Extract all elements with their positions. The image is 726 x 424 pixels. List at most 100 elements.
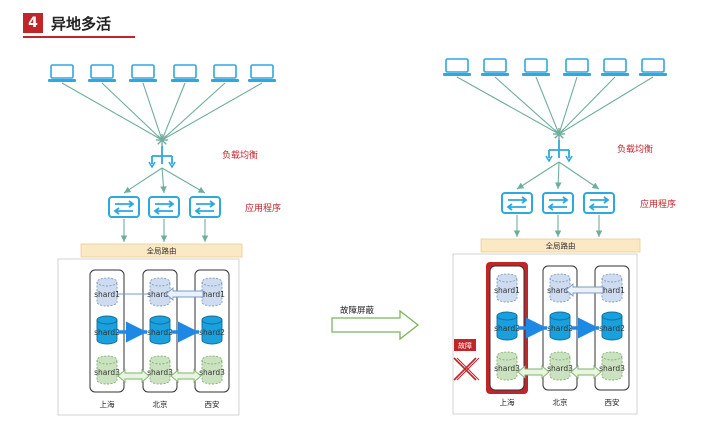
shard-cylinder: shard1 — [94, 277, 120, 307]
datacenter-name: 北京 — [553, 397, 568, 407]
shard-cylinder: shard3 — [547, 351, 573, 381]
lb-to-app-link — [123, 167, 163, 194]
shard-cylinder: shard1 — [599, 273, 625, 303]
client-link — [494, 76, 560, 135]
laptop-icon — [88, 64, 116, 82]
load-balancer-icon — [148, 146, 176, 169]
shard1-label: shard1 — [494, 286, 520, 295]
datacenter-name: 西安 — [605, 397, 620, 407]
shard3-label: shard3 — [94, 368, 120, 377]
shard-cylinder: shard1 — [494, 273, 520, 303]
global-router-bar — [480, 238, 641, 253]
client-link — [161, 82, 226, 141]
laptop-icon — [248, 64, 276, 82]
shard1-label: shard1 — [547, 286, 573, 295]
app-server-icon — [108, 196, 140, 218]
shard2-label: shard2 — [199, 328, 225, 337]
load-balancer-label: 负载均衡 — [222, 149, 258, 161]
datacenter-column: shard1 shard2 shard3 北京 — [542, 265, 578, 407]
shard3-replication-arrow — [170, 369, 202, 383]
failover-arrow: 故障屏蔽 — [331, 305, 420, 341]
app-label: 应用程序 — [640, 198, 676, 210]
shard-cylinder: shard3 — [94, 355, 120, 385]
client-link — [558, 76, 654, 135]
shard1-replication-arrow — [565, 283, 604, 297]
shard-cylinder: shard2 — [494, 311, 520, 341]
datacenter-name: 北京 — [153, 399, 168, 409]
global-router-label: 全局路由 — [147, 246, 177, 256]
shard3-replication-arrow — [117, 369, 150, 383]
shard3-replication-arrow — [570, 365, 602, 379]
shard1-label: shard1 — [599, 286, 625, 295]
laptop-icon — [563, 58, 591, 76]
lb-to-app-link — [554, 161, 562, 190]
shard3-label: shard3 — [147, 368, 173, 377]
app-server-icon — [189, 196, 221, 218]
failover-arrow-label: 故障屏蔽 — [340, 305, 375, 316]
section-title: 异地多活 — [51, 14, 112, 33]
client-link — [456, 76, 560, 135]
lb-hub-icon — [156, 134, 168, 146]
section-header: 4 异地多活 — [23, 12, 111, 34]
shard-cylinder: shard3 — [494, 351, 520, 381]
laptop-icon — [522, 58, 550, 76]
laptop-icon — [211, 64, 239, 82]
section-number-badge: 4 — [23, 13, 43, 33]
shard1-label: shard1 — [147, 290, 173, 299]
laptop-icon — [639, 58, 667, 76]
shard-cylinder: shard2 — [547, 311, 573, 341]
app-server-icon — [148, 196, 180, 218]
shard2-label: shard2 — [94, 328, 120, 337]
global-router-bar — [80, 243, 243, 258]
shard-cylinder: shard2 — [94, 315, 120, 345]
shard1-replication-arrow — [165, 287, 204, 301]
shard-cylinder: shard3 — [199, 355, 225, 385]
section-underline — [23, 36, 135, 38]
datacenter-column: shard1 shard2 shard3 西安 — [194, 269, 230, 409]
laptop-icon — [48, 64, 76, 82]
global-router-label: 全局路由 — [546, 241, 576, 251]
laptop-icon — [129, 64, 157, 82]
datacenter-column: shard1 shard2 shard3 西安 — [594, 265, 630, 407]
datacenter-column: shard1 shard2 shard3 上海 — [486, 262, 528, 407]
laptop-icon — [481, 58, 509, 76]
shard2-label: shard2 — [599, 324, 625, 333]
client-link — [161, 82, 186, 141]
shard3-label: shard3 — [494, 364, 520, 373]
client-link — [558, 76, 578, 135]
app-server-icon — [542, 192, 574, 214]
fault-badge — [454, 339, 476, 351]
client-link — [61, 82, 163, 141]
laptop-icon — [601, 58, 629, 76]
shard1-label: shard1 — [199, 290, 225, 299]
laptop-icon — [443, 58, 471, 76]
shard-cylinder: shard3 — [147, 355, 173, 385]
fault-cross-icon — [453, 357, 480, 381]
app-server-icon — [583, 192, 615, 214]
shard3-label: shard3 — [599, 364, 625, 373]
client-link — [558, 76, 616, 135]
lb-to-app-link — [516, 161, 560, 190]
shard1-label: shard1 — [94, 290, 120, 299]
client-link — [142, 82, 163, 141]
client-link — [101, 82, 163, 141]
datacenter-name: 上海 — [500, 397, 515, 407]
lb-hub-icon — [553, 128, 565, 140]
shard2-label: shard2 — [147, 328, 173, 337]
shard3-label: shard3 — [199, 368, 225, 377]
laptop-icon — [171, 64, 199, 82]
shard2-label: shard2 — [547, 324, 573, 333]
shard3-replication-arrow — [517, 365, 550, 379]
shard-cylinder: shard1 — [199, 277, 225, 307]
diagram-after: 负载均衡应用程序全局路由shard1shard2shard3上海shard1sh… — [443, 58, 676, 415]
datacenter-column: shard1 shard2 shard3 上海 — [89, 269, 125, 409]
shard-cylinder: shard2 — [599, 311, 625, 341]
app-label: 应用程序 — [245, 202, 281, 214]
app-server-icon — [501, 192, 533, 214]
diagram-before: 负载均衡应用程序全局路由shard1shard2shard3上海shard1sh… — [48, 64, 281, 416]
datacenter-name: 上海 — [100, 399, 115, 409]
shard-cylinder: shard2 — [147, 315, 173, 345]
shard-cylinder: shard1 — [547, 273, 573, 303]
datacenter-name: 西安 — [205, 399, 220, 409]
